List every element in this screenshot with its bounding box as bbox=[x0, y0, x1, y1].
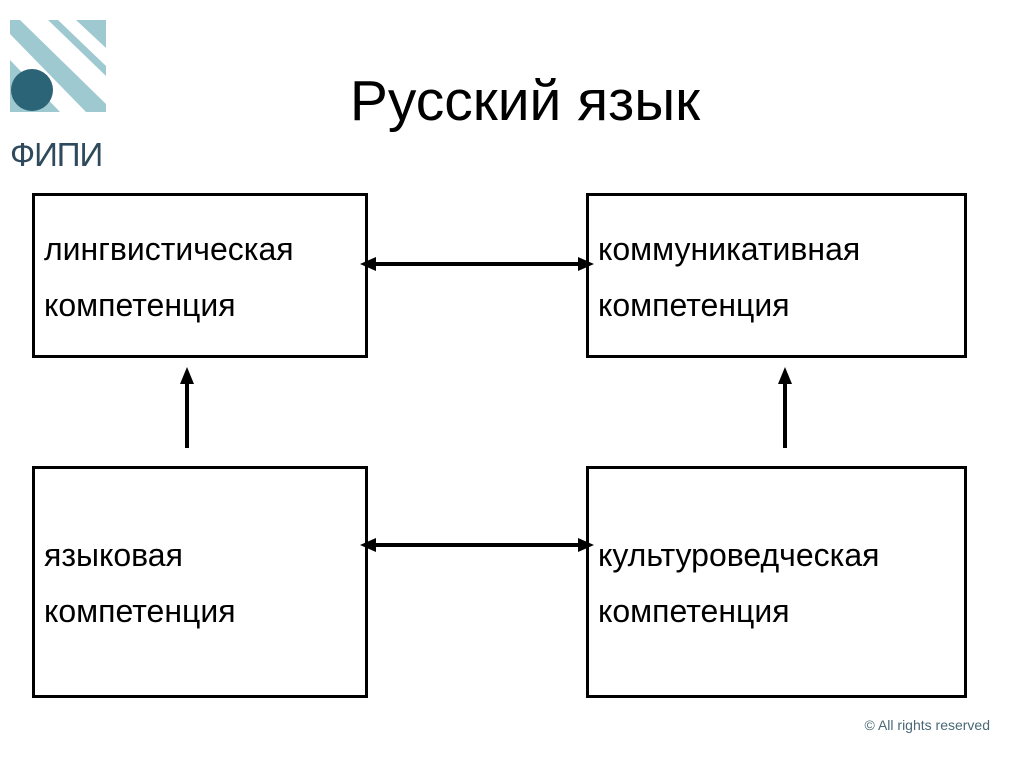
box-language-competence: языковая компетенция bbox=[32, 466, 368, 698]
box-label: лингвистическая компетенция bbox=[44, 221, 294, 333]
box-label: языковая компетенция bbox=[44, 527, 236, 639]
box-label-line1: лингвистическая bbox=[44, 231, 294, 267]
box-label-line1: коммуникативная bbox=[598, 231, 861, 267]
box-linguistic-competence: лингвистическая компетенция bbox=[32, 193, 368, 358]
box-label-line1: языковая bbox=[44, 537, 183, 573]
box-label: коммуникативная компетенция bbox=[598, 221, 860, 333]
box-label-line2: компетенция bbox=[598, 287, 790, 323]
box-label-line2: компетенция bbox=[44, 593, 236, 629]
arrow-left-up bbox=[180, 367, 194, 448]
copyright-text: All rights reserved bbox=[877, 717, 990, 733]
arrow-right-up bbox=[778, 367, 792, 448]
box-label: культуроведческая компетенция bbox=[598, 527, 879, 639]
box-label-line2: компетенция bbox=[598, 593, 790, 629]
box-label-line1: культуроведческая bbox=[598, 537, 880, 573]
fipi-logo-icon bbox=[10, 20, 106, 112]
box-label-line2: компетенция bbox=[44, 287, 236, 323]
arrow-top-bidirectional bbox=[360, 257, 594, 271]
box-cultural-competence: культуроведческая компетенция bbox=[586, 466, 967, 698]
arrow-bottom-bidirectional bbox=[360, 538, 594, 552]
fipi-logo: ФИПИ bbox=[8, 18, 108, 172]
copyright-notice: © All rights reserved bbox=[865, 716, 991, 734]
slide-title: Русский язык bbox=[349, 69, 701, 133]
copyright-icon: © bbox=[864, 717, 875, 733]
logo-text: ФИПИ bbox=[10, 136, 103, 173]
box-communicative-competence: коммуникативная компетенция bbox=[586, 193, 967, 358]
